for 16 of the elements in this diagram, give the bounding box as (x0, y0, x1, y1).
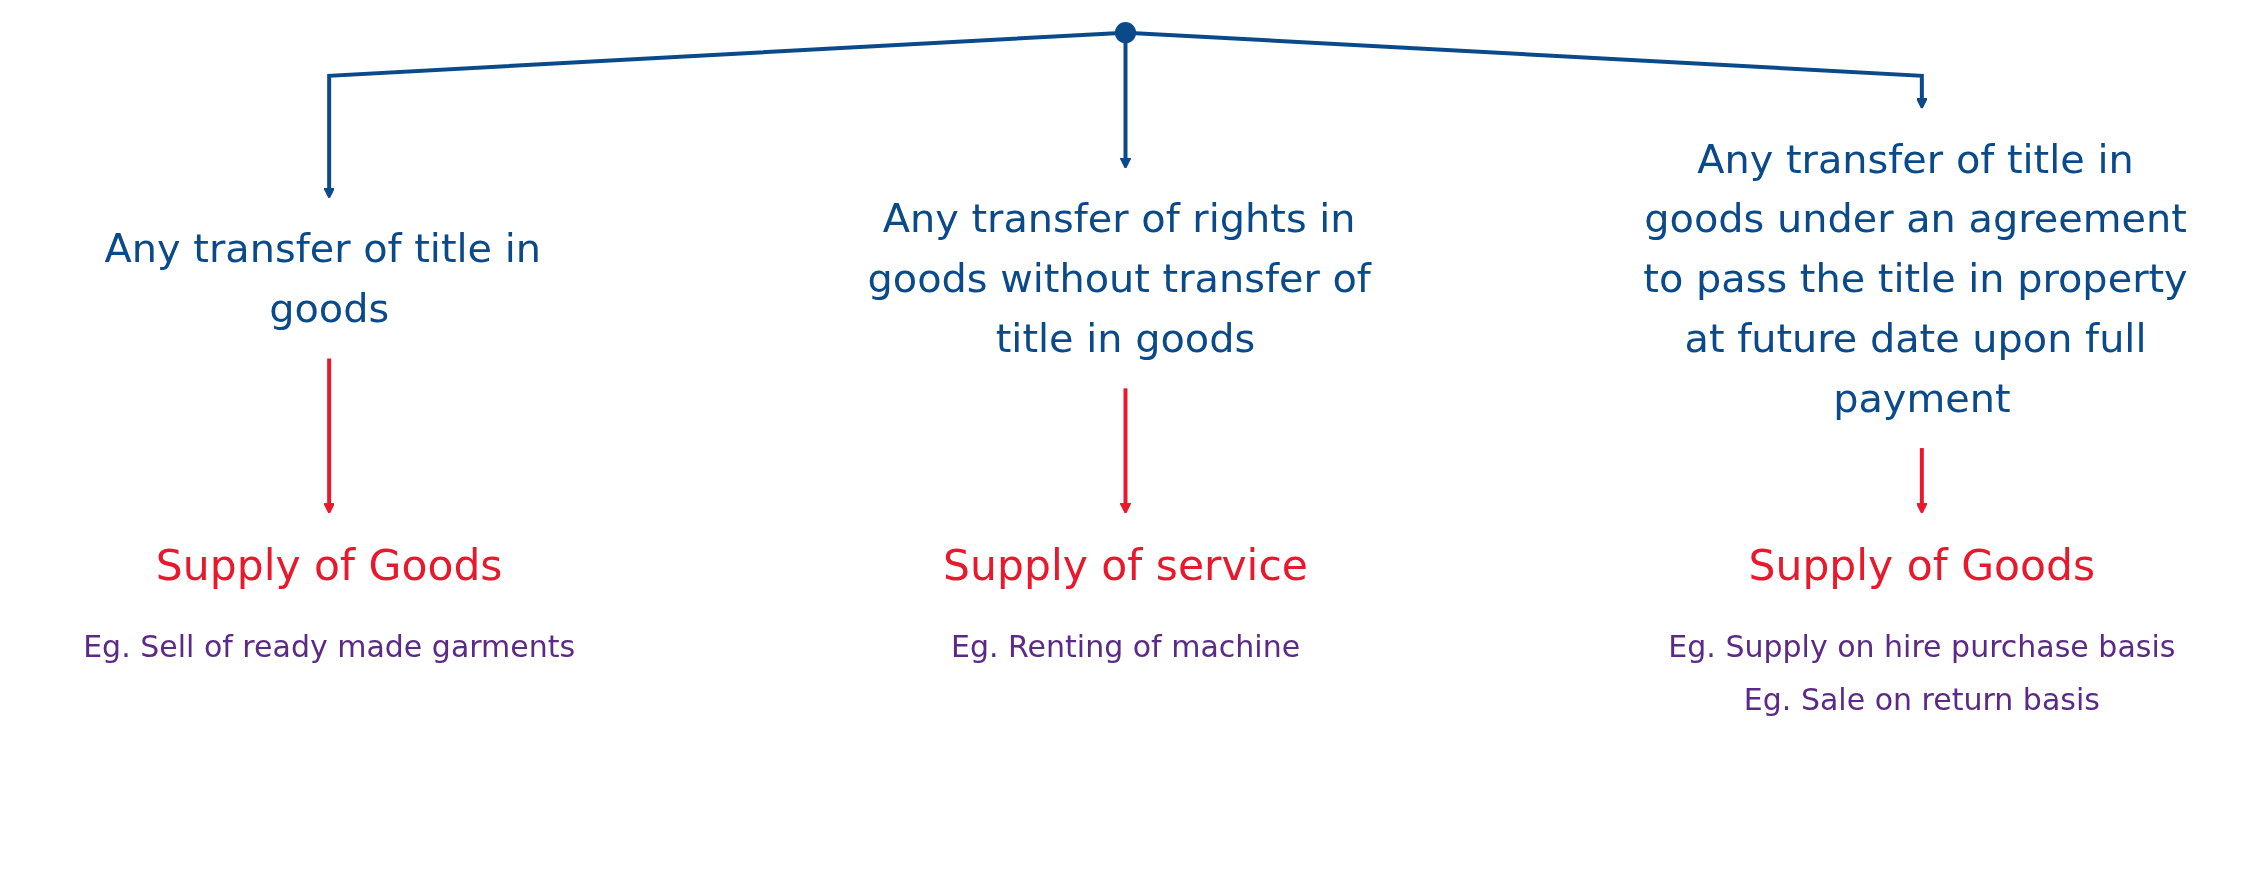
example-text: Eg. Sale on return basis (1743, 681, 2100, 720)
example-text: Eg. Sell of ready made garments (83, 628, 576, 667)
arrow (1119, 42, 1132, 170)
node-text: Supply of Goods (155, 540, 503, 591)
example-text: Eg. Renting of machine (951, 628, 1301, 667)
arrow (1135, 31, 1928, 110)
arrow (323, 31, 1116, 200)
arrow (323, 357, 335, 515)
node-text: Supply of Goods (1748, 540, 2096, 591)
arrow (1916, 447, 1928, 515)
node-text: Supply of service (943, 540, 1308, 591)
arrow (1119, 387, 1132, 515)
node-text: Any transfer of rights in goods without transfer of title in goods (867, 195, 1371, 362)
node-text: Any transfer of title in goods under an agreement to pass the title in property at future date upon full payment (1643, 135, 2188, 421)
example-text: Eg. Supply on hire purchase basis (1668, 628, 2176, 667)
node-text: Any transfer of title in goods (104, 225, 542, 332)
